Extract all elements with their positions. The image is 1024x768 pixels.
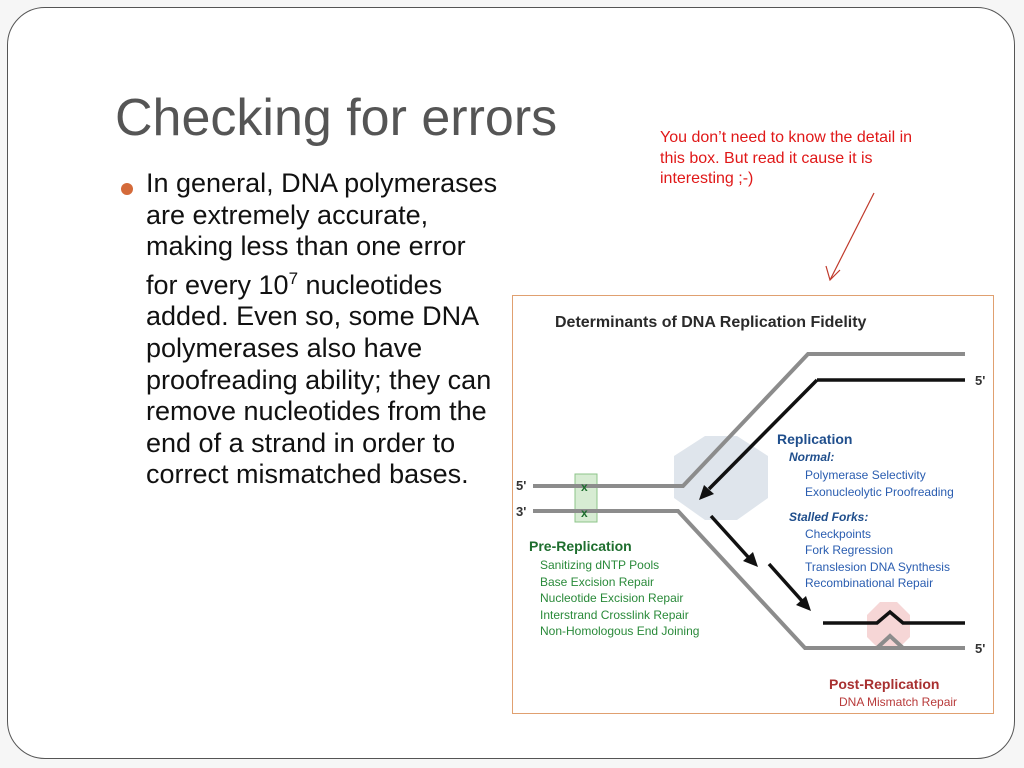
- stalled-item: Recombinational Repair: [805, 576, 933, 590]
- normal-item: Exonucleolytic Proofreading: [805, 485, 954, 499]
- fidelity-figure: Determinants of DNA Replication Fidelity…: [512, 295, 994, 714]
- stalled-item: Translesion DNA Synthesis: [805, 560, 950, 574]
- bullet-text-main: In general, DNA polymerases are extremel…: [146, 168, 498, 300]
- bullet-list: In general, DNA polymerases are extremel…: [121, 168, 501, 491]
- okazaki-arrowhead-icon: [796, 596, 811, 611]
- bullet-text-rest: nucleotides added. Even so, some DNA pol…: [146, 269, 492, 490]
- fidelity-diagram: Determinants of DNA Replication Fidelity…: [516, 314, 985, 709]
- bullet-text: In general, DNA polymerases are extremel…: [146, 168, 501, 491]
- stalled-heading: Stalled Forks:: [789, 510, 868, 524]
- lagging-daughter-strand: [823, 609, 965, 625]
- strand-end-label: 3': [516, 504, 526, 519]
- leading-strand-arrow-line: [707, 378, 819, 491]
- mismatch-mark-icon: x: [581, 506, 588, 520]
- stalled-item: Fork Regression: [805, 543, 893, 557]
- figure-title: Determinants of DNA Replication Fidelity: [555, 314, 867, 331]
- distorted-strand-icon: [875, 633, 905, 650]
- okazaki-fragment-arrow-line: [767, 562, 805, 604]
- parental-strand-bottom: [533, 509, 965, 650]
- bullet-dot-icon: [121, 183, 133, 195]
- strand-end-label: 5': [975, 641, 985, 656]
- post-replication-item: DNA Mismatch Repair: [839, 695, 957, 709]
- slide-title: Checking for errors: [115, 89, 558, 147]
- pre-replication-item: Non-Homologous End Joining: [540, 624, 699, 638]
- slide: Checking for errors In general, DNA poly…: [7, 7, 1015, 759]
- okazaki-arrowhead-icon: [743, 552, 758, 567]
- pre-replication-heading: Pre-Replication: [529, 538, 632, 554]
- strand-end-label: 5': [975, 373, 985, 388]
- side-note: You don’t need to know the detail in thi…: [660, 129, 913, 187]
- normal-item: Polymerase Selectivity: [805, 468, 926, 482]
- normal-heading: Normal:: [789, 450, 834, 464]
- strand-end-label: 5': [516, 478, 526, 493]
- leading-strand-arrowhead-icon: [699, 485, 714, 500]
- pre-replication-item: Sanitizing dNTP Pools: [540, 558, 659, 572]
- exponent: 7: [288, 268, 299, 288]
- post-replication-heading: Post-Replication: [829, 676, 939, 692]
- replication-heading: Replication: [777, 431, 852, 447]
- post-replication-octagon-icon: [867, 602, 910, 650]
- pre-replication-item: Nucleotide Excision Repair: [540, 591, 683, 605]
- okazaki-fragment-arrow-line: [709, 514, 751, 560]
- pre-replication-item: Base Excision Repair: [540, 575, 654, 589]
- pre-replication-item: Interstrand Crosslink Repair: [540, 608, 689, 622]
- bullet-item: In general, DNA polymerases are extremel…: [121, 168, 501, 491]
- stalled-item: Checkpoints: [805, 527, 871, 541]
- mismatch-mark-icon: x: [581, 480, 588, 494]
- note-arrow-icon: [825, 192, 875, 282]
- parental-strand-top: [533, 352, 965, 488]
